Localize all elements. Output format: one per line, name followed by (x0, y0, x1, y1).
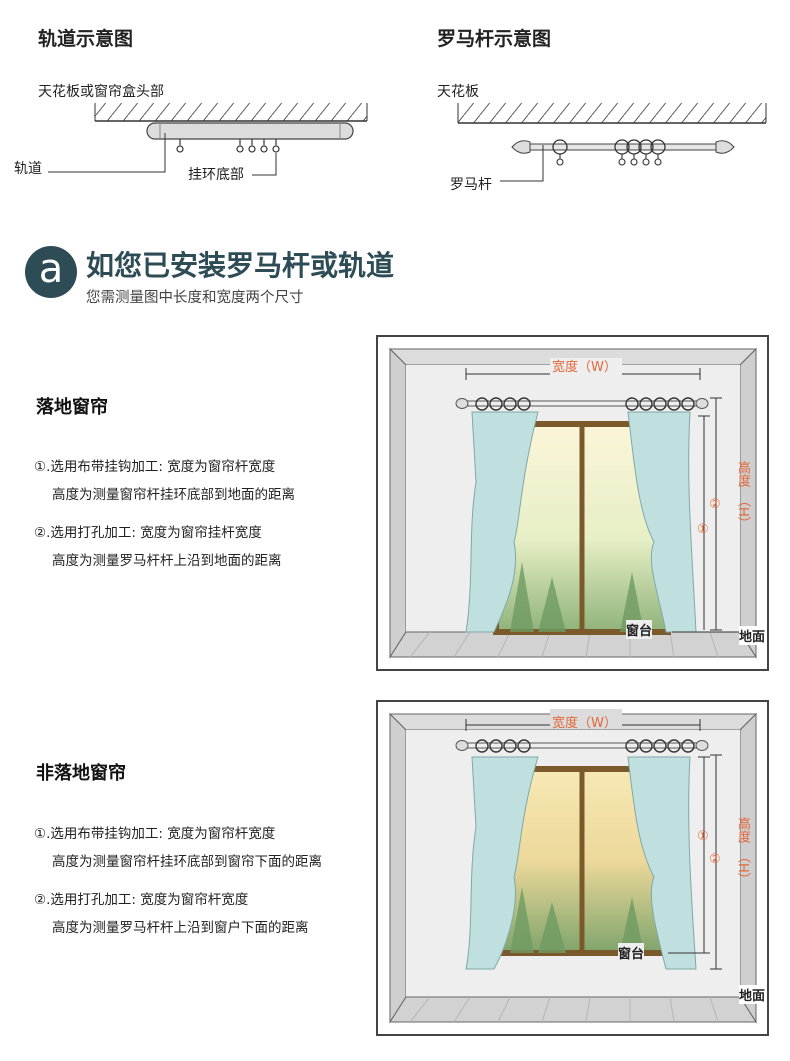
nonfloor-section-title: 非落地窗帘 (36, 763, 126, 784)
floor-sill-label: 窗台 (626, 620, 653, 639)
track-ceiling-hatch (95, 103, 367, 121)
nonfloor-mark-2: ② (709, 852, 721, 867)
floor-item1-line2: 高度为测量窗帘杆挂环底部到地面的距离 (52, 487, 295, 503)
rod-ceiling-hatch (458, 103, 766, 123)
floor-mark-1: ① (697, 522, 709, 537)
floor-illustration (376, 335, 769, 671)
nonfloor-width-label: 宽度（W） (552, 716, 617, 731)
nonfloor-height-label-b: （H） (735, 850, 750, 886)
nonfloor-curtain-right (627, 756, 697, 970)
floor-mark-2: ② (709, 497, 721, 512)
nonfloor-item1-line1: ①.选用布带挂钩加工: 宽度为窗帘杆宽度 (34, 826, 276, 842)
intro-headline: 如您已安装罗马杆或轨道 (86, 249, 395, 282)
rod-diagram-title: 罗马杆示意图 (437, 28, 552, 50)
floor-curtain-right (627, 411, 697, 633)
intro-subline: 您需测量图中长度和宽度两个尺寸 (86, 290, 304, 306)
nonfloor-curtain-left (465, 756, 539, 970)
nonfloor-sill-label: 窗台 (618, 943, 645, 962)
floor-curtain-left (465, 411, 539, 633)
roman-rod (524, 143, 720, 151)
track-label: 轨道 (14, 161, 42, 177)
floor-width-label: 宽度（W） (552, 360, 617, 375)
floor-ground-label: 地面 (739, 626, 766, 645)
floor-item2-line2: 高度为测量罗马杆杆上沿到地面的距离 (52, 553, 282, 569)
rod-label: 罗马杆 (450, 177, 492, 193)
rod-diagram (457, 103, 767, 182)
nonfloor-height-label-a: 高度 (735, 817, 750, 843)
track-rail (146, 122, 354, 140)
intro-badge: a (25, 246, 77, 298)
rod-finial-left (511, 140, 531, 154)
floor-height-label-a: 高度 (735, 461, 750, 487)
track-hooks (176, 139, 280, 153)
nonfloor-mark-1: ① (697, 829, 709, 844)
nonfloor-illustration (376, 700, 769, 1036)
floor-item2-line1: ②.选用打孔加工: 宽度为窗帘挂杆宽度 (34, 525, 262, 541)
nonfloor-ground-label: 地面 (739, 985, 766, 1004)
floor-item1-line1: ①.选用布带挂钩加工: 宽度为窗帘杆宽度 (34, 459, 276, 475)
floor-height-label-b: （H） (735, 494, 750, 530)
nonfloor-item2-line2: 高度为测量罗马杆杆上沿到窗户下面的距离 (52, 920, 309, 936)
floor-section-title: 落地窗帘 (36, 397, 108, 418)
track-bottom-label: 挂环底部 (188, 167, 244, 183)
rod-ceiling-label: 天花板 (437, 84, 479, 100)
nonfloor-item1-line2: 高度为测量窗帘杆挂环底部到窗帘下面的距离 (52, 854, 322, 870)
track-diagram-title: 轨道示意图 (38, 28, 134, 50)
rod-finial-right (715, 140, 735, 154)
track-ceiling-label: 天花板或窗帘盒头部 (38, 84, 164, 100)
nonfloor-item2-line1: ②.选用打孔加工: 宽度为窗帘杆宽度 (34, 892, 249, 908)
track-diagram (48, 103, 368, 176)
